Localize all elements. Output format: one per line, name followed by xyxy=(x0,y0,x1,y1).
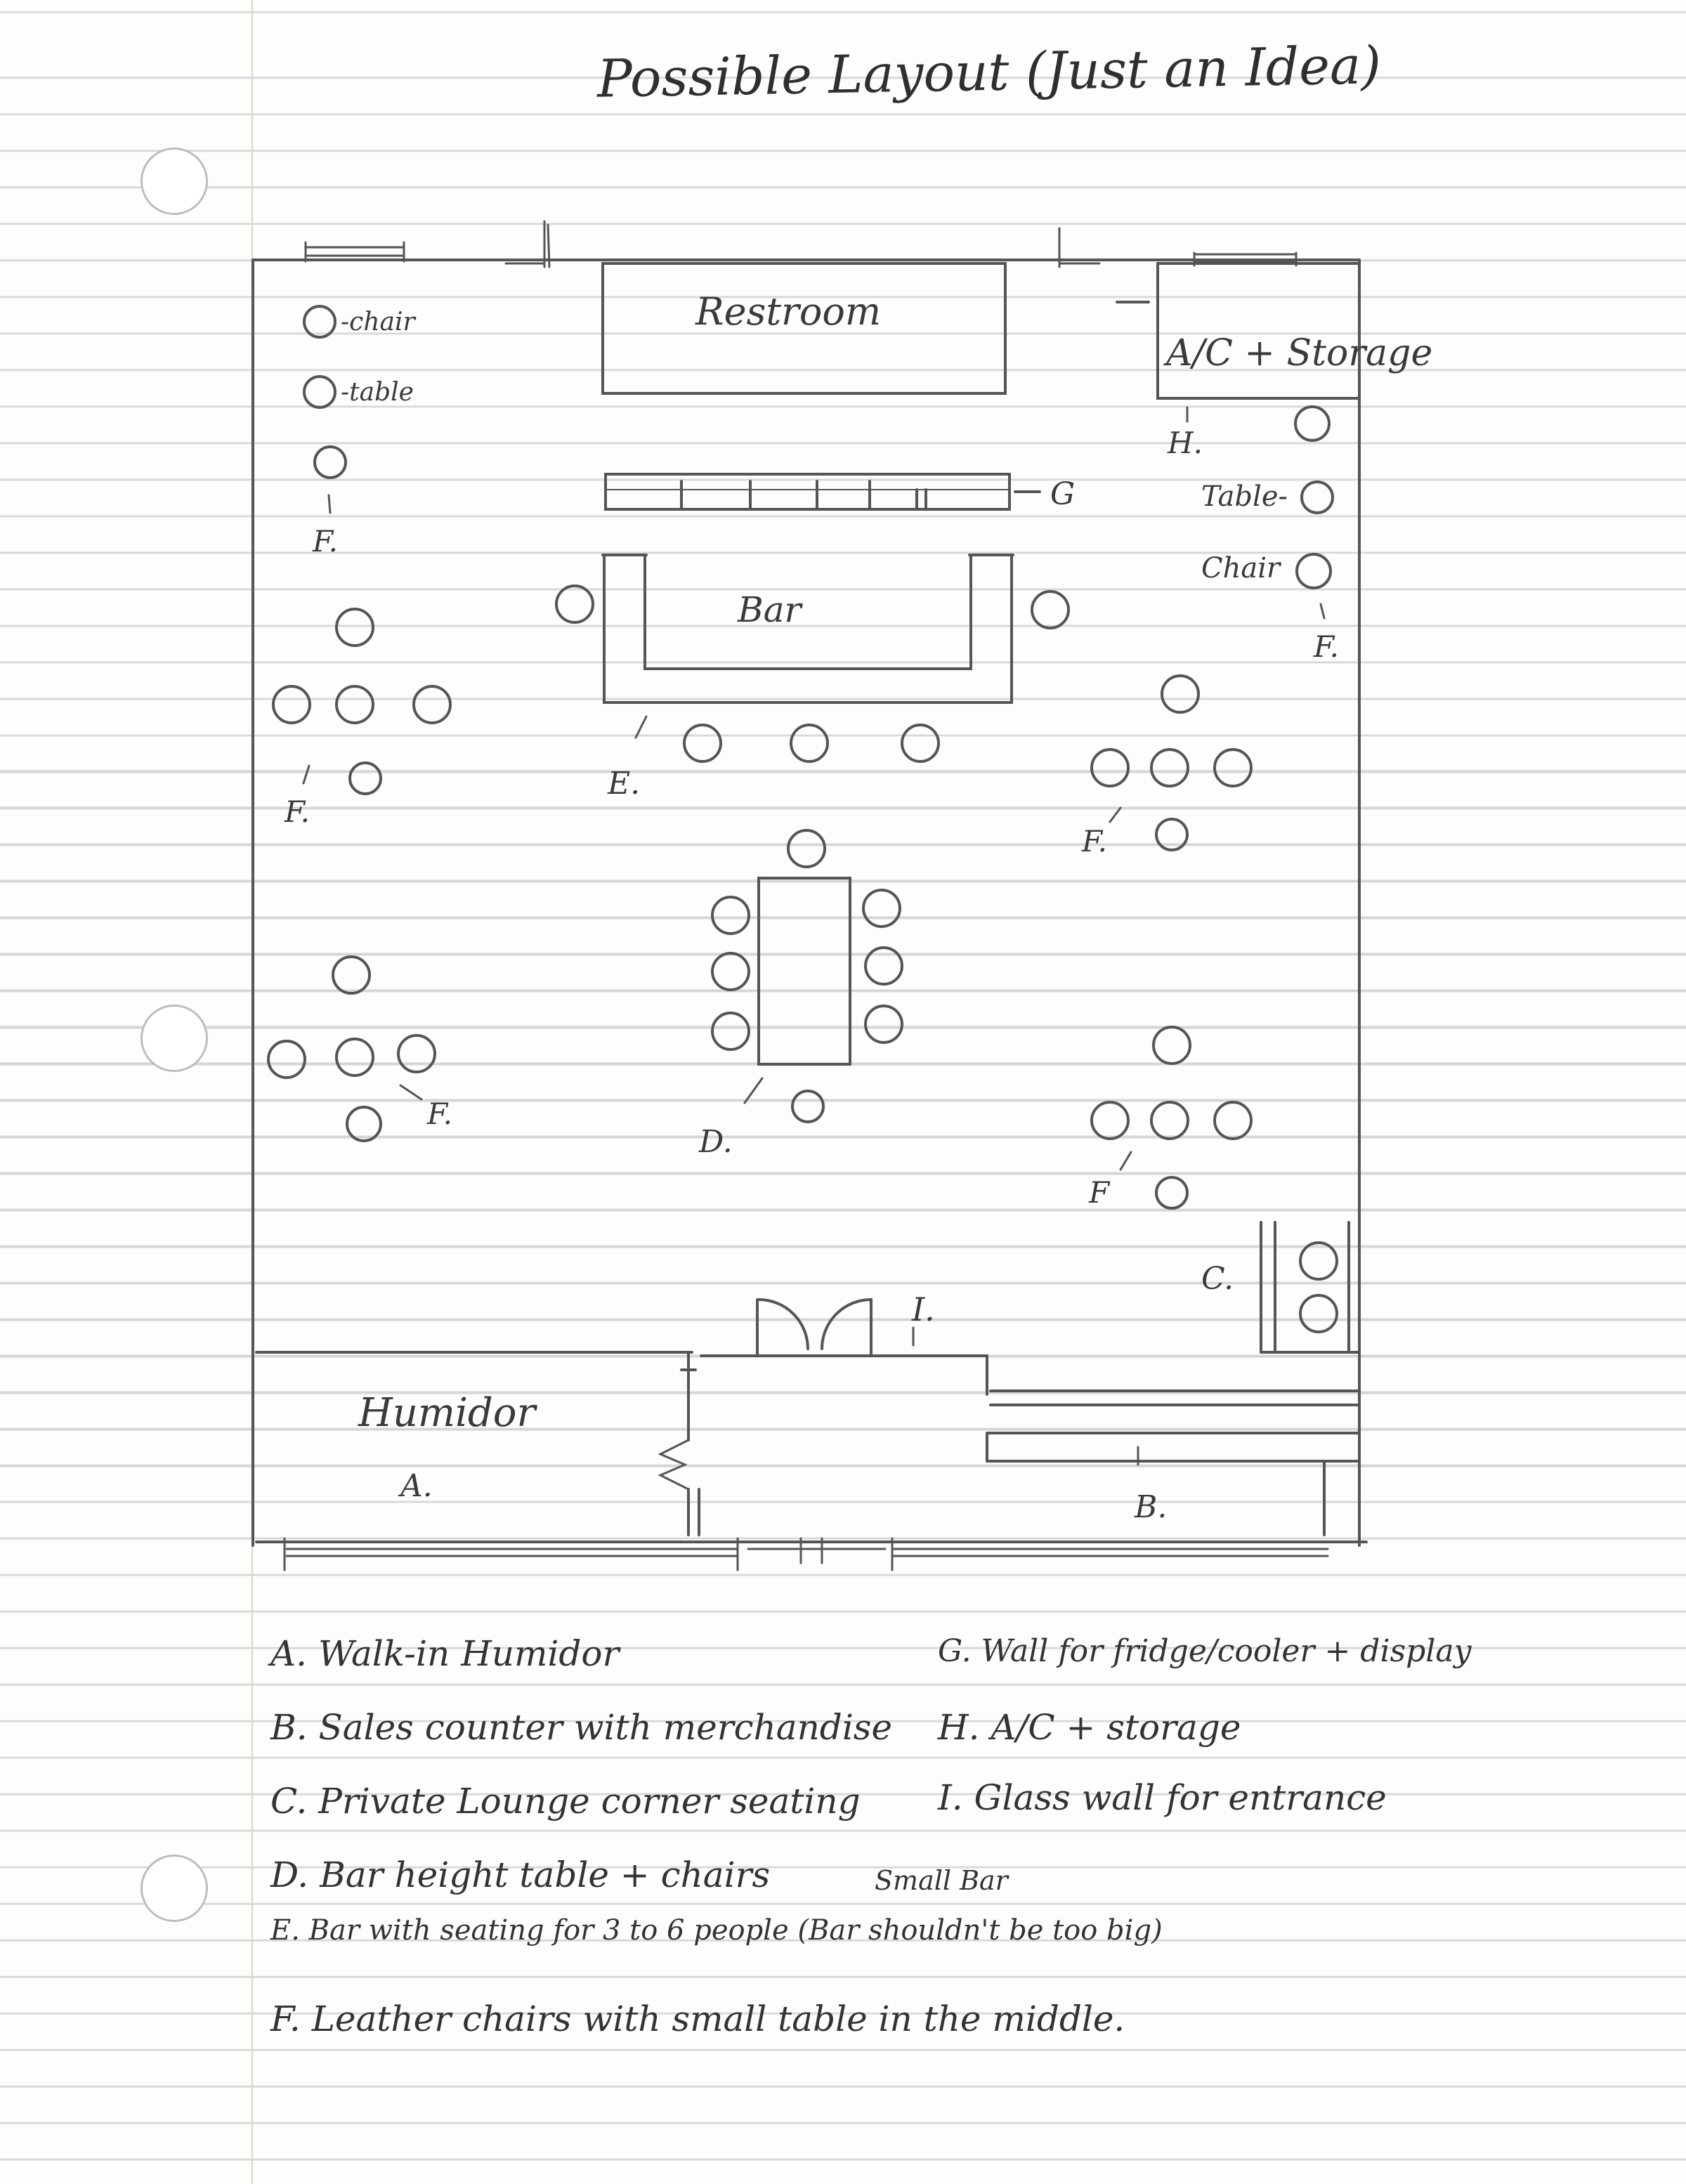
private-lounge xyxy=(1260,1221,1361,1354)
marker-f: F xyxy=(1088,1175,1111,1210)
legend-small-bar: Small Bar xyxy=(875,1865,1008,1896)
ac-storage-label: A/C + Storage xyxy=(1163,332,1432,374)
humidor-label: Humidor xyxy=(358,1390,537,1436)
binder-hole-middle xyxy=(140,1005,208,1072)
bar-label: Bar xyxy=(737,589,804,630)
key-table-right-label: Table- xyxy=(1201,480,1288,513)
legend-h: H. A/C + storage xyxy=(938,1707,1241,1748)
marker-b: B. xyxy=(1134,1489,1167,1525)
bar-height-table xyxy=(757,877,851,1066)
binder-hole-bottom xyxy=(140,1855,208,1922)
marker-f: F. xyxy=(1313,629,1339,664)
marker-f: F. xyxy=(426,1097,452,1131)
marker-e: E. xyxy=(607,766,640,802)
bar-counter xyxy=(601,554,1014,704)
bottom-windows xyxy=(283,1537,1329,1571)
restroom-room xyxy=(601,262,1007,395)
restroom-label: Restroom xyxy=(695,289,881,334)
key-table-label: -table xyxy=(341,378,414,407)
marker-h: H. xyxy=(1167,426,1203,460)
legend-f: F. Leather chairs with small table in th… xyxy=(270,1999,1125,2039)
marker-d: D. xyxy=(698,1124,733,1160)
legend-d: D. Bar height table + chairs xyxy=(270,1855,771,1895)
glass-entrance-wall xyxy=(700,1298,988,1396)
legend-e: E. Bar with seating for 3 to 6 people (B… xyxy=(270,1914,1163,1947)
chairs-and-tables xyxy=(267,305,1338,1333)
legend-b: B. Sales counter with merchandise xyxy=(270,1707,893,1748)
outer-walls xyxy=(251,259,1368,1547)
marker-c: C. xyxy=(1201,1261,1234,1297)
humidor-room xyxy=(255,1351,700,1536)
marker-i: I. xyxy=(911,1290,935,1328)
marker-leaders xyxy=(302,406,1326,1466)
key-chair-label: -chair xyxy=(341,308,416,336)
legend-a: A. Walk-in Humidor xyxy=(270,1633,620,1674)
marker-f: F. xyxy=(1081,824,1107,858)
key-chair-right-label: Chair xyxy=(1201,552,1282,584)
binder-hole-top xyxy=(140,148,208,215)
fridge-wall-g xyxy=(604,473,1041,511)
marker-g: G xyxy=(1050,476,1075,512)
ac-storage-room xyxy=(1156,262,1361,400)
legend-i: I. Glass wall for entrance xyxy=(938,1777,1387,1818)
legend-g: G. Wall for fridge/cooler + display xyxy=(938,1633,1472,1669)
legend-c: C. Private Lounge corner seating xyxy=(270,1781,861,1822)
sales-counter xyxy=(986,1389,1361,1536)
marker-a: A. xyxy=(398,1468,433,1504)
marker-f: F. xyxy=(284,795,310,829)
marker-f: F. xyxy=(312,524,338,558)
top-openings xyxy=(304,220,1298,268)
